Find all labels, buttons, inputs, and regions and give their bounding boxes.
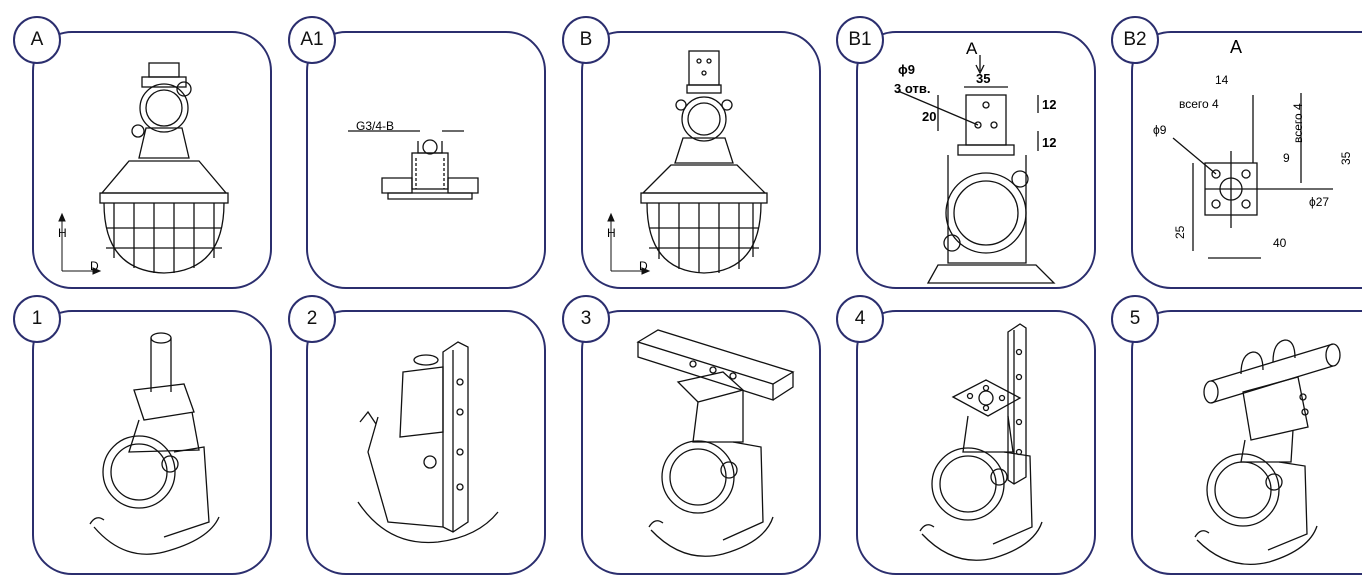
luminaire-bracket-drawing [640,50,768,274]
dim-40-label: 40 [1273,236,1287,250]
panel-a: H D [32,31,272,289]
hole-diameter-label: ϕ9 [1153,123,1167,137]
panel-4 [856,310,1096,575]
view-label: A [1230,37,1243,57]
ceiling-channel-mount-isometric-drawing [636,329,795,557]
dim-25-label: 25 [1173,225,1187,239]
axis-d-label: D [639,259,648,273]
dim-35-label: 35 [1339,151,1353,165]
panel-b1: A ϕ9 3 отв. 35 20 12 12 [856,31,1096,289]
dim-9-label: 9 [1283,151,1290,165]
panel-a1-badge: A1 [288,16,336,64]
panel-b: H D [581,31,821,289]
thread-label: G3/4-B [356,119,395,133]
bracket-side-view-drawing [897,55,1056,284]
pipe-mount-isometric-drawing [89,332,220,555]
panel-b2: A 14 всего 4 всего 4 ϕ9 9 35 ϕ27 25 40 [1131,31,1362,289]
panel-2 [306,310,546,575]
panel-1 [32,310,272,575]
panel-2-badge: 2 [288,295,336,343]
panel-3 [581,310,821,575]
panel-5-badge: 5 [1111,295,1159,343]
panel-b-badge: B [562,16,610,64]
dim-12-bottom-label: 12 [1042,135,1057,150]
dim-14-label: 14 [1215,73,1229,87]
panel-b2-badge: B2 [1111,16,1159,64]
dim-12-top-label: 12 [1042,97,1057,112]
dim-27-label: ϕ27 [1309,195,1330,209]
holes-count-label: 3 отв. [894,81,931,96]
panel-b1-badge: B1 [836,16,884,64]
angle-bracket-mount-isometric-drawing [919,323,1043,561]
dim-35-label: 35 [976,71,991,86]
axis-arrows [58,212,102,275]
axis-d-label: D [90,259,99,273]
dim-20-label: 20 [922,109,937,124]
all-4-vertical-label: всего 4 [1291,103,1305,143]
luminaire-front-drawing [99,62,229,274]
axis-arrows [607,212,651,275]
view-label: A [966,39,978,58]
mounting-plate-drawing [1172,93,1333,259]
panel-a1: G3/4-B [306,31,546,289]
horizontal-pipe-clamp-mount-isometric-drawing [1194,339,1341,565]
panel-3-badge: 3 [562,295,610,343]
fitting-section-drawing [348,130,479,200]
panel-5 [1131,310,1362,575]
wall-channel-mount-isometric-drawing [357,341,499,544]
panel-4-badge: 4 [836,295,884,343]
panel-1-badge: 1 [13,295,61,343]
all-4-label: всего 4 [1179,97,1219,111]
hole-diameter-label: ϕ9 [898,62,915,77]
panel-a-badge: A [13,16,61,64]
